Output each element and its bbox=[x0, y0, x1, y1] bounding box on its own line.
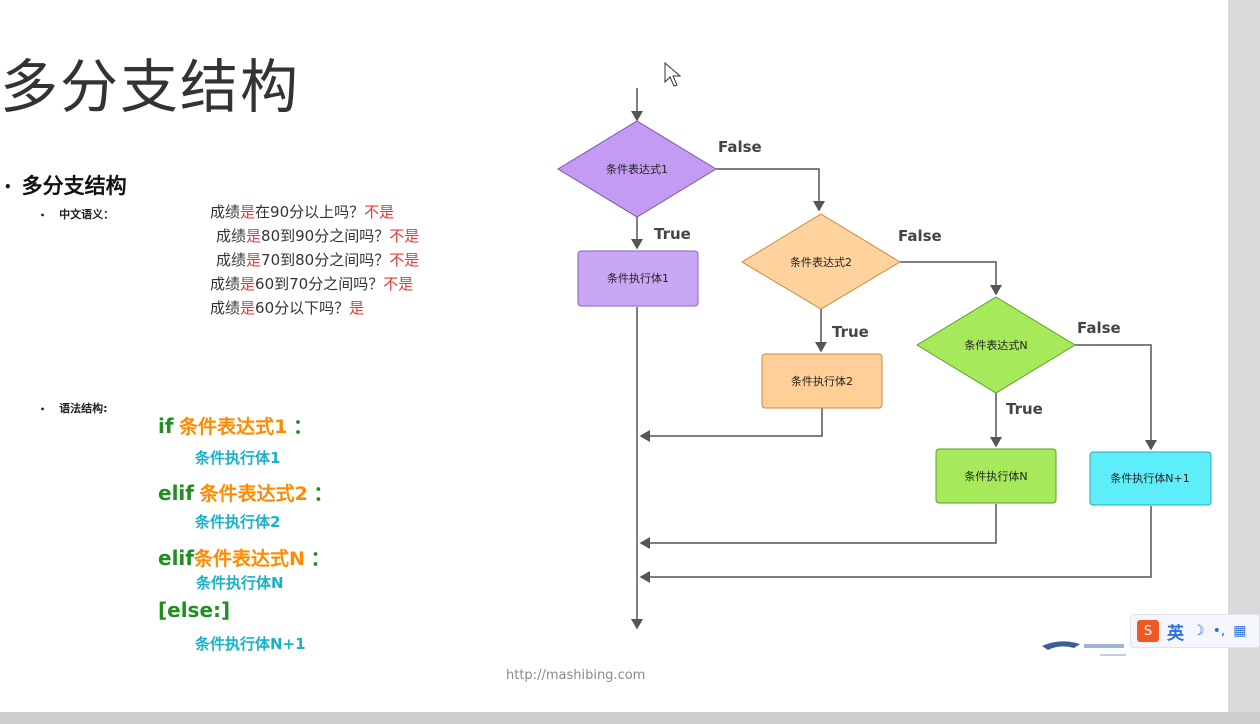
true-label-1: True bbox=[654, 225, 691, 243]
decision-1 bbox=[557, 120, 717, 218]
semantics-line: 成绩是80到90分之间吗？不是 bbox=[216, 227, 420, 245]
syntax-label-text: 语法结构: bbox=[59, 402, 108, 415]
syntax-elif1-line: elif 条件表达式2 ： bbox=[158, 481, 334, 505]
section-heading-text: 多分支结构 bbox=[21, 174, 127, 198]
syntax-elifN-line: elif条件表达式N ： bbox=[158, 546, 331, 570]
syntax-body1: 条件执行体1 bbox=[195, 449, 281, 467]
slide: 多分支结构 • 多分支结构 • 中文语义： 成绩是在90分以上吗？不是 成绩是80到… bbox=[0, 0, 1228, 712]
decision-2 bbox=[741, 213, 901, 310]
bullet-icon: • bbox=[4, 180, 12, 194]
decision-N-label: 条件表达式N bbox=[964, 338, 1027, 352]
bullet-icon: • bbox=[40, 404, 46, 414]
semantics-label-text: 中文语义： bbox=[59, 208, 115, 221]
true-label-2: True bbox=[832, 323, 869, 341]
semantics-label: • 中文语义： bbox=[40, 206, 114, 222]
section-heading: • 多分支结构 bbox=[4, 170, 127, 200]
syntax-else-line: [else:] bbox=[158, 598, 231, 622]
syntax-bodyN1: 条件执行体N+1 bbox=[195, 635, 306, 653]
ime-logo-icon[interactable]: S bbox=[1137, 620, 1159, 642]
semantics-line: 成绩是60分以下吗？是 bbox=[210, 299, 365, 317]
block-N1-label: 条件执行体N+1 bbox=[1110, 471, 1189, 485]
block-N1 bbox=[1089, 451, 1212, 506]
semantics-line: 成绩是70到80分之间吗？不是 bbox=[216, 251, 420, 269]
mouse-cursor-icon bbox=[664, 62, 682, 87]
block-N-label: 条件执行体N bbox=[964, 469, 1027, 483]
syntax-bodyN: 条件执行体N bbox=[196, 574, 284, 592]
true-label-N: True bbox=[1006, 400, 1043, 418]
false-label-2: False bbox=[898, 227, 942, 245]
keyboard-icon[interactable]: ▦ bbox=[1233, 623, 1247, 639]
block-1 bbox=[577, 250, 699, 307]
punctuation-icon[interactable]: •, bbox=[1212, 623, 1226, 639]
block-2-label: 条件执行体2 bbox=[791, 374, 853, 388]
syntax-label: • 语法结构: bbox=[40, 400, 108, 416]
moon-icon[interactable]: ☽ bbox=[1192, 623, 1205, 639]
window-edge-bottom bbox=[0, 712, 1260, 724]
ime-language-toggle[interactable]: 英 bbox=[1167, 623, 1184, 644]
decision-1-label: 条件表达式1 bbox=[606, 162, 668, 176]
syntax-body2: 条件执行体2 bbox=[195, 513, 281, 531]
semantics-line: 成绩是60到70分之间吗？不是 bbox=[210, 275, 414, 293]
block-N bbox=[935, 448, 1057, 504]
logo-watermark-icon bbox=[1042, 641, 1126, 656]
window-edge-right bbox=[1228, 0, 1260, 724]
decision-N bbox=[916, 296, 1076, 394]
block-1-label: 条件执行体1 bbox=[607, 271, 669, 285]
block-2 bbox=[761, 353, 883, 409]
flow-connectors bbox=[631, 88, 1157, 630]
syntax-if-line: if 条件表达式1 ： bbox=[158, 414, 313, 438]
bullet-icon: • bbox=[40, 210, 46, 220]
false-label-N: False bbox=[1077, 319, 1121, 337]
semantics-line: 成绩是在90分以上吗？不是 bbox=[210, 203, 395, 221]
ime-toolbar[interactable]: S 英 ☽ •, ▦ bbox=[1130, 614, 1260, 648]
semantics-list: 成绩是在90分以上吗？不是 成绩是80到90分之间吗？不是 成绩是70到80分之… bbox=[210, 200, 419, 320]
false-label-1: False bbox=[718, 138, 762, 156]
slide-title: 多分支结构 bbox=[0, 53, 301, 121]
footer-url: http://mashibing.com bbox=[506, 668, 646, 683]
decision-2-label: 条件表达式2 bbox=[790, 255, 852, 269]
flowchart: 条件表达式1 条件表达式2 条件表达式N 条件执行体1 条件执行体2 条件执行体… bbox=[557, 88, 1212, 630]
